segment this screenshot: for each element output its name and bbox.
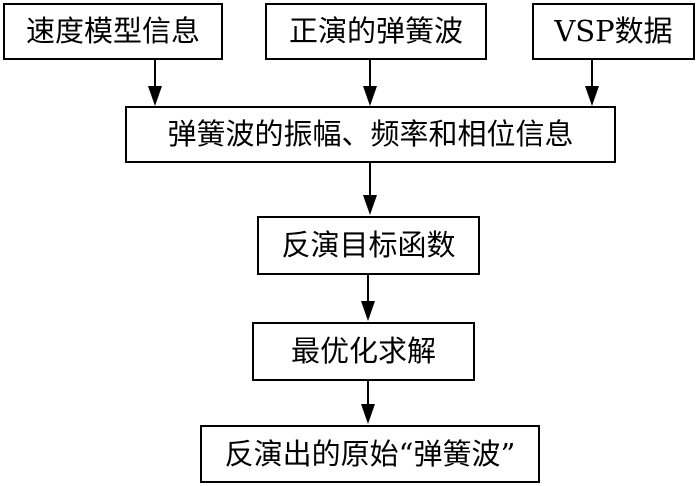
node-forward-spring-wave: 正演的弹簧波 [265, 3, 487, 60]
arrow-velocity-to-info [147, 60, 163, 106]
arrow-stem [369, 163, 371, 195]
node-inverted-result-label: 反演出的原始“弹簧波” [224, 436, 516, 471]
node-vsp-data: VSP数据 [532, 3, 695, 60]
arrow-head-icon [361, 301, 375, 321]
node-wave-info: 弹簧波的振幅、频率和相位信息 [125, 106, 616, 163]
arrow-head-icon [361, 404, 375, 424]
node-inversion-objective: 反演目标函数 [257, 216, 480, 275]
arrow-info-to-objective [362, 163, 378, 215]
node-vsp-data-label: VSP数据 [554, 14, 673, 48]
arrow-head-icon [148, 86, 162, 106]
node-wave-info-label: 弹簧波的振幅、频率和相位信息 [167, 117, 574, 151]
node-inversion-objective-label: 反演目标函数 [281, 228, 456, 262]
arrow-stem [154, 60, 156, 86]
node-inverted-result: 反演出的原始“弹簧波” [200, 425, 540, 483]
arrow-head-icon [585, 86, 599, 106]
arrow-forward-to-info [362, 60, 378, 106]
arrow-optimization-to-result [360, 381, 376, 424]
arrow-vsp-to-info [584, 60, 600, 106]
node-forward-spring-wave-label: 正演的弹簧波 [288, 14, 463, 48]
node-velocity-model: 速度模型信息 [3, 3, 223, 60]
arrow-stem [369, 60, 371, 86]
node-velocity-model-label: 速度模型信息 [25, 14, 200, 48]
arrow-head-icon [363, 86, 377, 106]
arrow-head-icon [363, 195, 377, 215]
arrow-stem [591, 60, 593, 86]
node-optimization: 最优化求解 [252, 322, 475, 381]
arrow-objective-to-optimization [360, 275, 376, 321]
node-optimization-label: 最优化求解 [290, 334, 436, 368]
arrow-stem [367, 381, 369, 404]
arrow-stem [367, 275, 369, 301]
